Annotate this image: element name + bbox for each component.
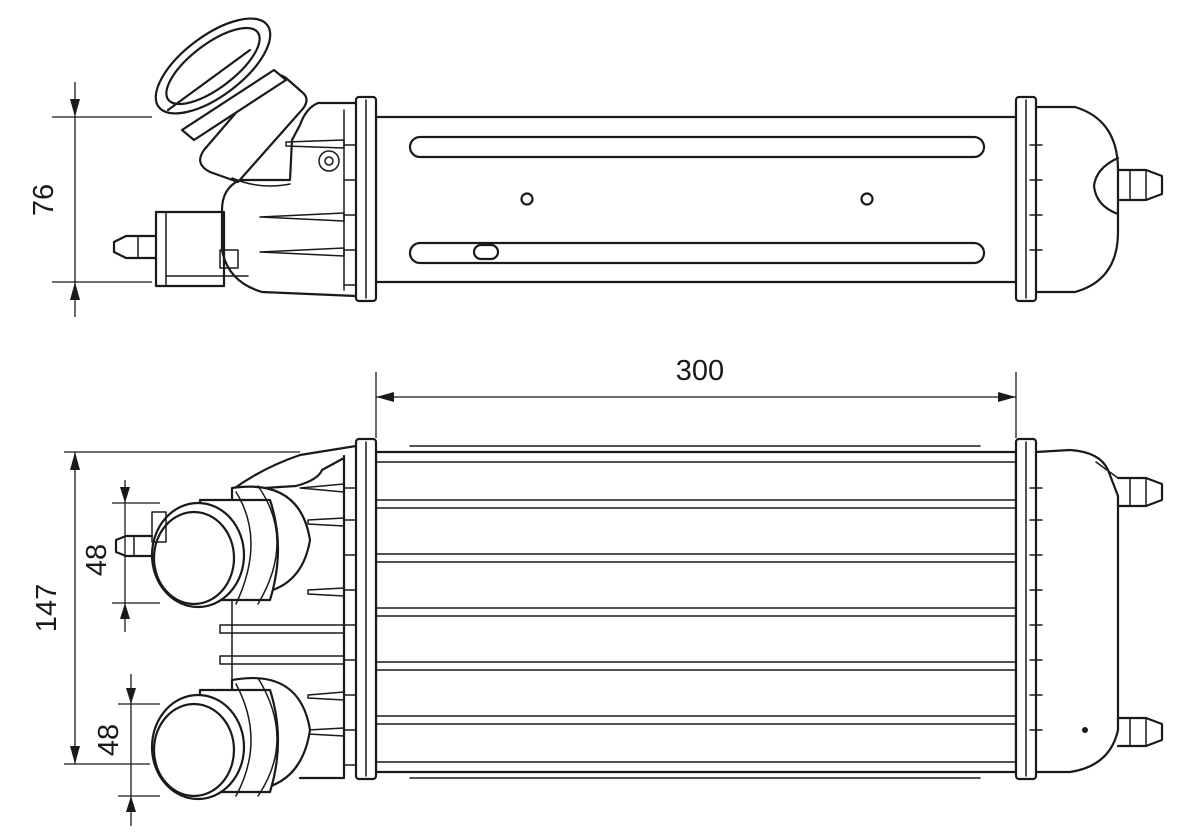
front-view — [114, 437, 1164, 801]
top-sensor-port — [318, 150, 340, 172]
dimension-76-label: 76 — [28, 184, 60, 216]
top-mount-hole-right — [860, 192, 874, 206]
top-mount-hole-left — [520, 192, 534, 206]
dimension-300: 300 — [375, 355, 1017, 438]
dimension-48-lower: 48 — [93, 674, 160, 826]
top-left-tank — [220, 101, 358, 298]
top-small-slot — [472, 243, 500, 261]
dimension-300-label: 300 — [676, 355, 724, 387]
top-lower-slot — [408, 241, 986, 265]
dimension-147: 147 — [31, 451, 300, 765]
dimension-48-upper-label: 48 — [81, 544, 113, 576]
front-lower-pipe — [150, 676, 312, 801]
top-left-nozzle — [112, 234, 158, 260]
top-right-end-tank — [1034, 105, 1120, 294]
front-upper-pipe — [150, 485, 312, 609]
top-right-nozzle — [1116, 168, 1164, 202]
front-tank-dot — [1082, 727, 1088, 733]
dimension-48-upper: 48 — [81, 480, 160, 632]
top-core-body — [374, 115, 1018, 284]
dimension-48-lower-label: 48 — [93, 724, 125, 756]
front-right-lower-nozzle — [1116, 716, 1164, 748]
front-core-tubes — [375, 445, 1017, 779]
top-view — [112, 17, 1164, 303]
front-right-end-tank — [1034, 448, 1120, 774]
front-right-upper-nozzle — [1116, 476, 1164, 508]
top-upper-slot — [408, 135, 986, 159]
front-left-nozzle — [114, 534, 154, 558]
top-inlet-pipe — [154, 17, 308, 187]
dimension-76: 76 — [28, 82, 152, 317]
dimension-147-label: 147 — [31, 584, 63, 632]
top-left-bracket — [154, 210, 226, 288]
